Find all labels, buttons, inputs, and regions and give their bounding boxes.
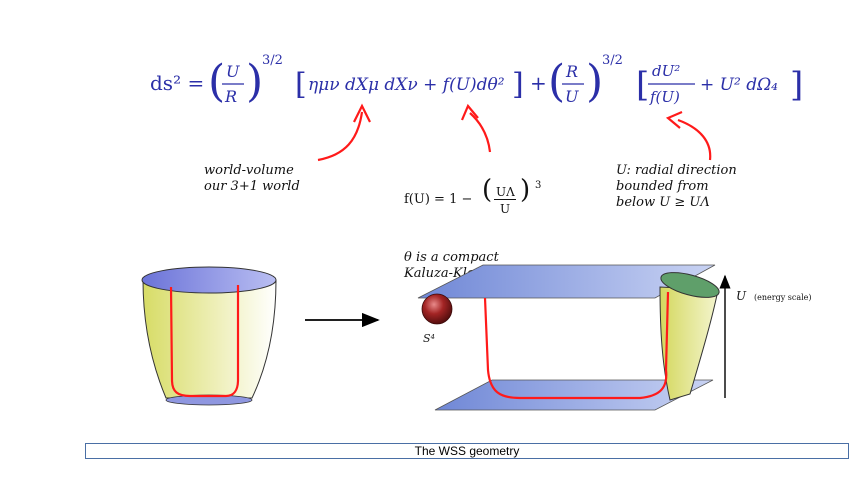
- arrowhead-fU: [460, 103, 479, 121]
- arrowhead-radial: [665, 110, 683, 129]
- plus-sign: +: [530, 71, 547, 95]
- frac2-numerator: R: [565, 62, 578, 81]
- paren-left: (: [208, 56, 225, 107]
- bottom-plane: [434, 379, 714, 411]
- equation-tail: + U² dΩ₄: [700, 75, 778, 95]
- frac2-denominator: U: [565, 87, 579, 106]
- arrow-radial: [677, 118, 712, 161]
- frac3-denominator: f(U): [649, 88, 680, 106]
- world-volume-note: world-volume our 3+1 world: [204, 163, 300, 194]
- fU-lhs: f(U) = 1 −: [404, 192, 473, 207]
- axis-note: (energy scale): [754, 293, 812, 302]
- exp2: 3/2: [602, 53, 623, 68]
- fU-paren-right: ): [520, 175, 531, 205]
- bracket2-close: ]: [790, 65, 803, 105]
- fU-definition: f(U) = 1 − ( UΛ U ) 3: [404, 175, 541, 218]
- caption-box: The WSS geometry: [85, 443, 849, 459]
- brane-red-curve: [483, 291, 670, 400]
- bracket2-open: [: [636, 65, 649, 105]
- sphere-s4: [421, 293, 453, 325]
- top-plane: [417, 264, 716, 299]
- paren2-right: ): [586, 56, 603, 107]
- radial-direction-note: U: radial direction bounded from below U…: [616, 163, 737, 210]
- cup-shape: [141, 266, 277, 406]
- frac1-numerator: U: [226, 62, 240, 81]
- frac1-denominator: R: [224, 87, 237, 106]
- horn-shape: [659, 272, 720, 401]
- metric-equation: ds² = ( U R ) 3/2 [ ημν dXμ dXν + f(U)dθ…: [150, 53, 803, 107]
- cup-red-curve: [169, 285, 240, 398]
- fU-frac-den: U: [500, 202, 511, 216]
- sphere-label: S⁴: [423, 332, 435, 345]
- frac3-numerator: dU²: [652, 62, 680, 80]
- fU-frac-bar: [494, 199, 516, 200]
- figure-caption: The WSS geometry: [414, 444, 520, 458]
- fU-exponent: 3: [535, 180, 542, 191]
- axis-label: U: [736, 289, 747, 303]
- fU-frac-num: UΛ: [496, 185, 515, 199]
- paren2-left: (: [548, 56, 565, 107]
- arrowhead-world-volume: [353, 103, 371, 123]
- equation-lhs: ds² =: [150, 71, 204, 95]
- exp1: 3/2: [262, 53, 283, 68]
- arrow-world-volume: [317, 111, 364, 162]
- fU-paren-left: (: [482, 175, 493, 205]
- bracket1-content: ημν dXμ dXν + f(U)dθ²: [308, 75, 505, 95]
- bracket-open: [: [295, 67, 307, 102]
- paren-right: ): [246, 56, 263, 107]
- bracket-close: ]: [512, 67, 524, 102]
- arrow-fU: [469, 112, 492, 153]
